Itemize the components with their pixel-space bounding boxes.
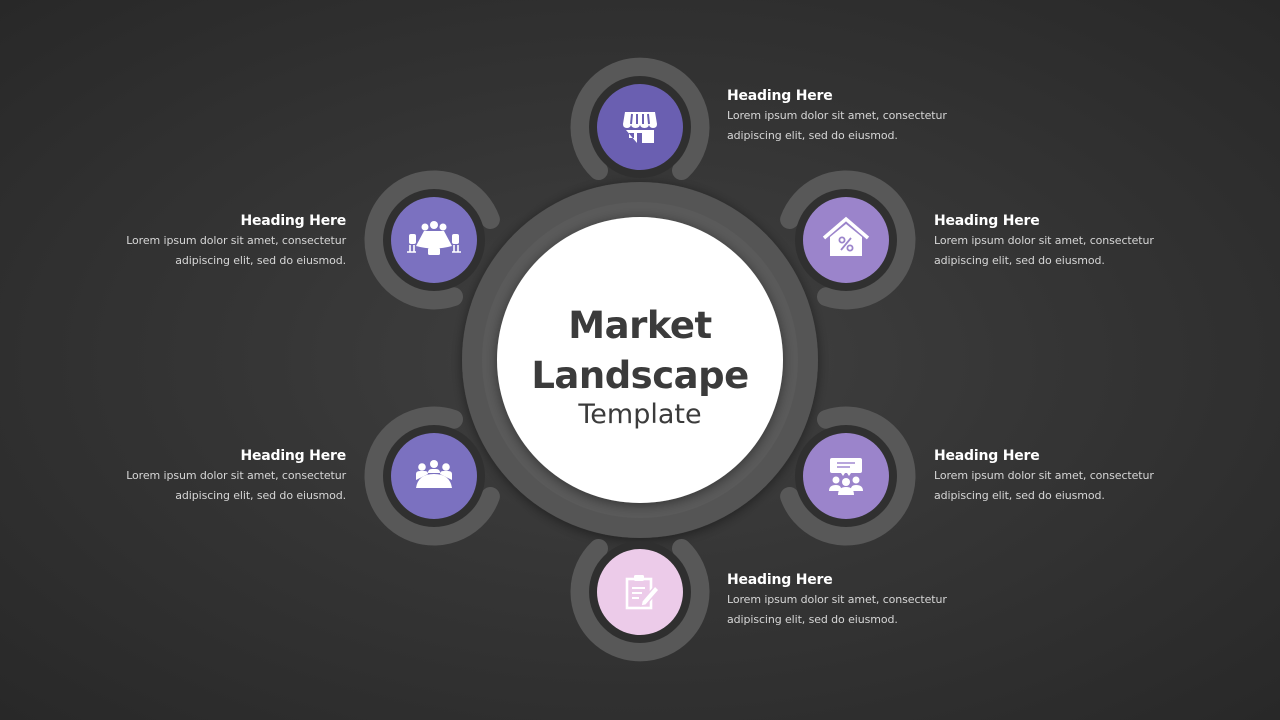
body-line-2: adipiscing elit, sed do eiusmod. (934, 254, 1105, 267)
node-bottom (570, 539, 710, 662)
text-block-lower-left: Heading Here Lorem ipsum dolor sit amet,… (106, 446, 346, 506)
text-block-bottom: Heading Here Lorem ipsum dolor sit amet,… (727, 570, 967, 630)
heading: Heading Here (727, 88, 833, 104)
node-lower-left-arc (364, 406, 500, 546)
conference-table-icon (407, 221, 461, 255)
node-lower-right-arc (780, 406, 916, 546)
meeting-group-icon (416, 460, 452, 488)
node-lower-right (780, 406, 916, 546)
body-line-2: adipiscing elit, sed do eiusmod. (175, 254, 346, 267)
heading: Heading Here (727, 572, 833, 588)
center-circle (497, 217, 783, 503)
text-block-top: Heading Here Lorem ipsum dolor sit amet,… (727, 86, 967, 146)
body-line-1: Lorem ipsum dolor sit amet, consectetur (727, 109, 947, 122)
heading: Heading Here (240, 448, 346, 464)
body-line-2: adipiscing elit, sed do eiusmod. (727, 613, 898, 626)
node-top-circle[interactable] (597, 84, 683, 170)
node-lower-right-circle[interactable] (803, 433, 889, 519)
text-block-lower-right: Heading Here Lorem ipsum dolor sit amet,… (934, 446, 1174, 506)
storefront-icon (623, 112, 657, 143)
heading: Heading Here (934, 213, 1040, 229)
title-line-1: Market (568, 304, 712, 347)
node-upper-left (364, 170, 500, 310)
heading: Heading Here (240, 213, 346, 229)
title-line-3: Template (578, 399, 702, 430)
body-line-1: Lorem ipsum dolor sit amet, consectetur (126, 469, 346, 482)
text-block-upper-right: Heading Here Lorem ipsum dolor sit amet,… (934, 211, 1174, 271)
text-block-upper-left: Heading Here Lorem ipsum dolor sit amet,… (106, 211, 346, 271)
node-lower-left (364, 406, 500, 546)
title-line-2: Landscape (531, 354, 749, 397)
body-line-2: adipiscing elit, sed do eiusmod. (727, 129, 898, 142)
body-line-1: Lorem ipsum dolor sit amet, consectetur (934, 469, 1154, 482)
body-line-1: Lorem ipsum dolor sit amet, consectetur (126, 234, 346, 247)
body-line-1: Lorem ipsum dolor sit amet, consectetur (934, 234, 1154, 247)
clipboard-edit-icon (625, 575, 660, 610)
body-line-2: adipiscing elit, sed do eiusmod. (175, 489, 346, 502)
presentation-audience-icon (829, 458, 863, 495)
heading: Heading Here (934, 448, 1040, 464)
house-percent-icon (822, 216, 870, 256)
node-top (570, 57, 710, 180)
node-bottom-arc (570, 539, 710, 662)
node-top-arc (570, 57, 710, 180)
node-upper-left-arc (364, 170, 500, 310)
node-upper-right-arc (780, 170, 916, 310)
center-title: Market Landscape Template (497, 217, 783, 503)
body-line-2: adipiscing elit, sed do eiusmod. (934, 489, 1105, 502)
body-line-1: Lorem ipsum dolor sit amet, consectetur (727, 593, 947, 606)
